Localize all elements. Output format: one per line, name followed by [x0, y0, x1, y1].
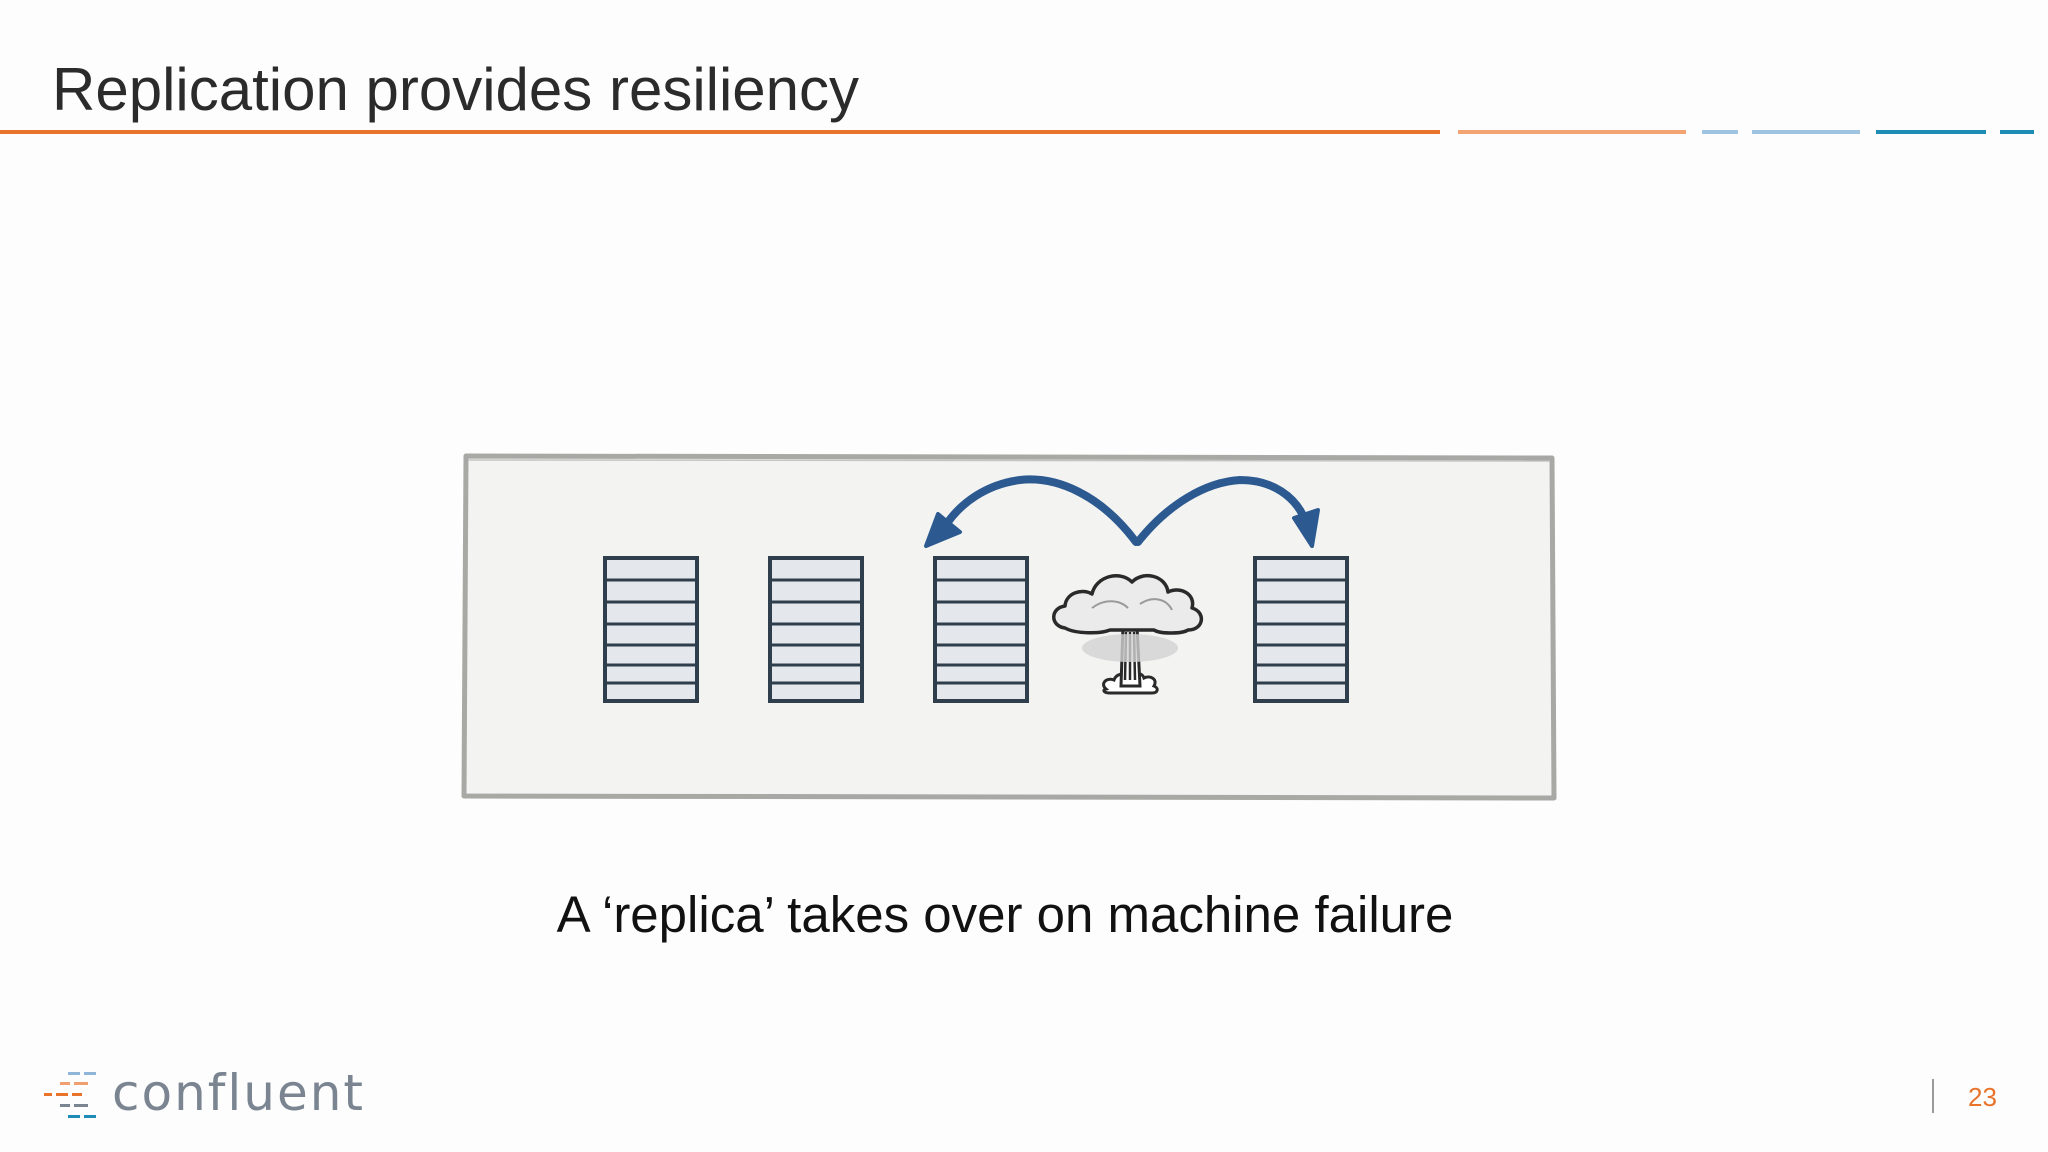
page-number-separator: [1932, 1079, 1934, 1113]
server-rack-body: [1253, 556, 1349, 703]
mushroom-cloud-explosion-icon: [1052, 573, 1203, 695]
header-divider: [0, 130, 2034, 134]
server-1: [603, 556, 699, 703]
server-3: [933, 556, 1029, 703]
confluent-logo: confluent: [40, 1064, 363, 1126]
curved-arrow-right-icon: [1134, 475, 1320, 548]
confluent-wordmark: confluent: [112, 1064, 366, 1122]
header-divider-teal-dash-1: [1876, 130, 1986, 134]
header-divider-blue-dash-2: [1752, 130, 1860, 134]
replication-diagram: [461, 453, 1557, 801]
curved-arrow-left-icon: [924, 475, 1140, 548]
header-divider-teal-dash-2: [2000, 130, 2034, 134]
slide-title: Replication provides resiliency: [52, 56, 860, 123]
slide-caption: A ‘replica’ takes over on machine failur…: [556, 886, 1454, 943]
page-number: 23: [1968, 1082, 1997, 1112]
server-rack-body: [933, 556, 1029, 703]
server-rack-body: [603, 556, 699, 703]
server-rack-body: [768, 556, 864, 703]
server-2: [768, 556, 864, 703]
header-divider-orange: [0, 130, 1440, 134]
header-divider-light-orange: [1458, 130, 1686, 134]
header-divider-blue-dash-1: [1702, 130, 1738, 134]
server-5: [1253, 556, 1349, 703]
confluent-mark-icon: [44, 1072, 96, 1118]
